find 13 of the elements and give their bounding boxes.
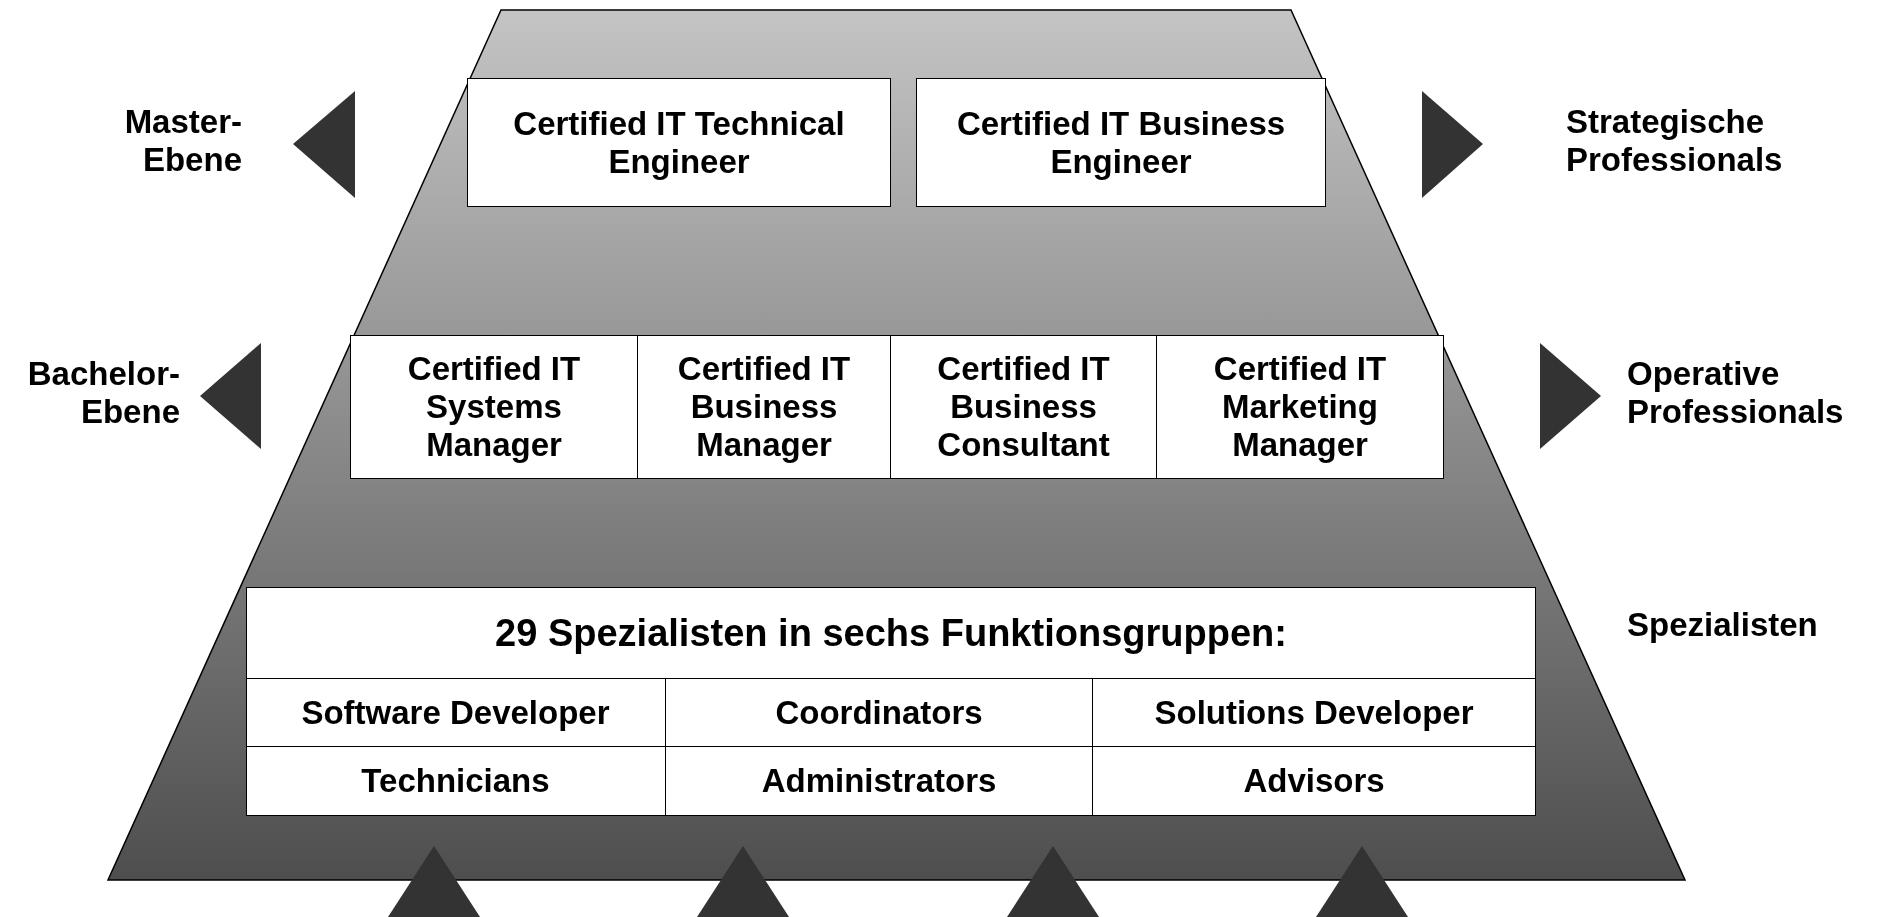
qualification-box: Certified IT Marketing Manager bbox=[1156, 335, 1444, 479]
table-panel bbox=[246, 587, 1536, 816]
table-heading: 29 Spezialisten in sechs Funktionsgruppen: bbox=[494, 610, 1288, 656]
qualification-box: Certified IT Systems Manager bbox=[350, 335, 638, 479]
level-label: Operative Professionals bbox=[1627, 355, 1845, 431]
qualification-box: Certified IT Business Manager bbox=[637, 335, 891, 479]
level-label: Strategische Professionals bbox=[1566, 103, 1784, 179]
qualification-box: Certified IT Business Engineer bbox=[916, 78, 1326, 207]
level-label: Bachelor-Ebene bbox=[26, 355, 180, 431]
level-label: Master-Ebene bbox=[123, 103, 242, 179]
qualification-box: Certified IT Technical Engineer bbox=[467, 78, 891, 207]
qualification-box: Certified IT Business Consultant bbox=[890, 335, 1157, 479]
level-label: Spezialisten bbox=[1627, 606, 1818, 644]
